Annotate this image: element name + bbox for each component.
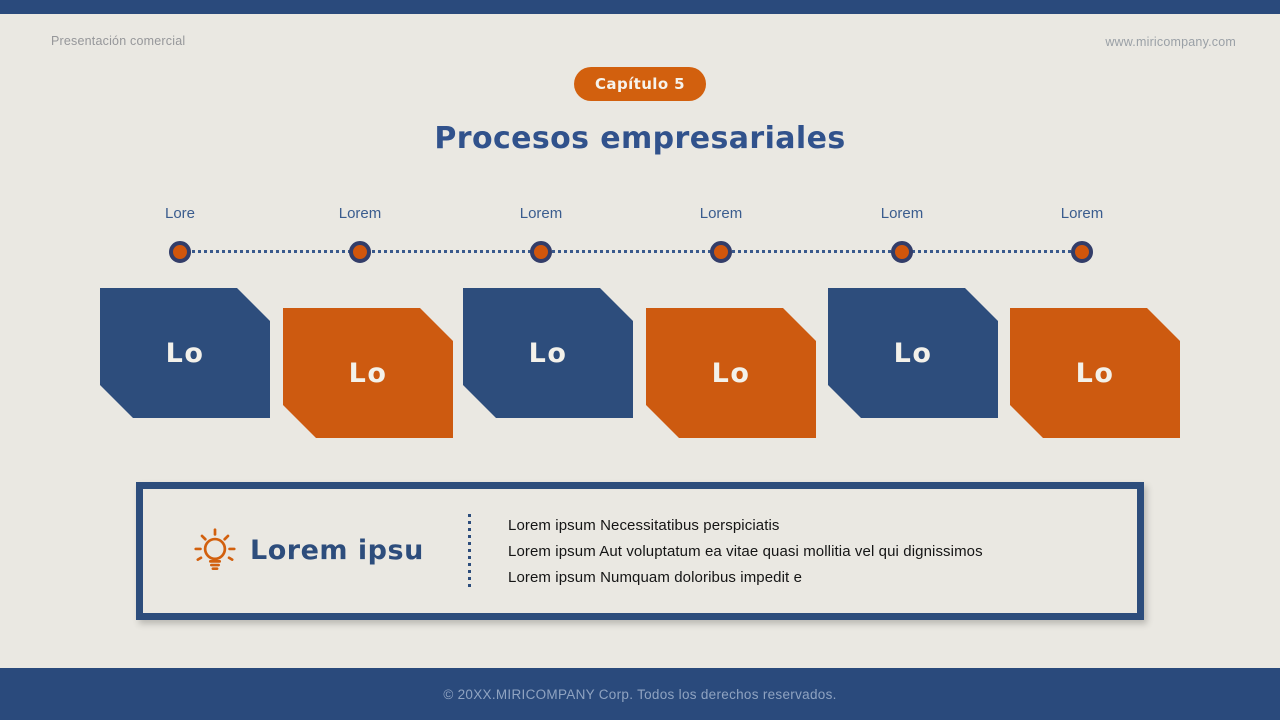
process-card: Lo [100, 288, 270, 418]
info-box-list-item: Lorem ipsum Aut voluptatum ea vitae quas… [508, 543, 983, 560]
timeline-dot [349, 241, 371, 263]
footer-bar: © 20XX.MIRICOMPANY Corp. Todos los derec… [0, 668, 1280, 720]
process-card: Lo [283, 308, 453, 438]
timeline-label: Lorem [338, 205, 382, 222]
info-box-list-item: Lorem ipsum Necessitatibus perspiciatis [508, 517, 780, 534]
process-card-label: Lo [893, 337, 933, 369]
timeline-label: Lorem [880, 205, 924, 222]
process-card-label: Lo [348, 357, 388, 389]
timeline-label: Lorem [699, 205, 743, 222]
copyright-text: © 20XX.MIRICOMPANY Corp. Todos los derec… [443, 686, 837, 702]
top-accent-bar [0, 0, 1280, 14]
info-box-heading: Lorem ipsu [250, 535, 424, 566]
timeline-label: Lorem [519, 205, 563, 222]
timeline-dot [710, 241, 732, 263]
timeline-dot [891, 241, 913, 263]
chapter-badge: Capítulo 5 [574, 67, 706, 101]
lightbulb-icon [194, 528, 236, 571]
timeline-dot [530, 241, 552, 263]
process-card-label: Lo [1075, 357, 1115, 389]
header-right-url: www.miricompany.com [1105, 35, 1236, 49]
process-card-label: Lo [165, 337, 205, 369]
process-card: Lo [463, 288, 633, 418]
info-box-list-item: Lorem ipsum Numquam doloribus impedit e [508, 569, 803, 586]
dotted-vertical-divider [468, 514, 471, 590]
page-title: Procesos empresariales [434, 121, 846, 156]
header-left-text: Presentación comercial [51, 34, 186, 48]
timeline-dotted-line [180, 250, 1083, 253]
info-box-list: Lorem ipsum Necessitatibus perspiciatis … [508, 513, 983, 591]
timeline-label: Lore [164, 205, 196, 222]
process-card: Lo [1010, 308, 1180, 438]
timeline-dot [169, 241, 191, 263]
timeline-label: Lorem [1060, 205, 1104, 222]
process-card: Lo [646, 308, 816, 438]
info-box: Lorem ipsu Lorem ipsum Necessitatibus pe… [136, 482, 1144, 620]
process-card-label: Lo [711, 357, 751, 389]
process-card-label: Lo [528, 337, 568, 369]
process-card: Lo [828, 288, 998, 418]
timeline-dot [1071, 241, 1093, 263]
